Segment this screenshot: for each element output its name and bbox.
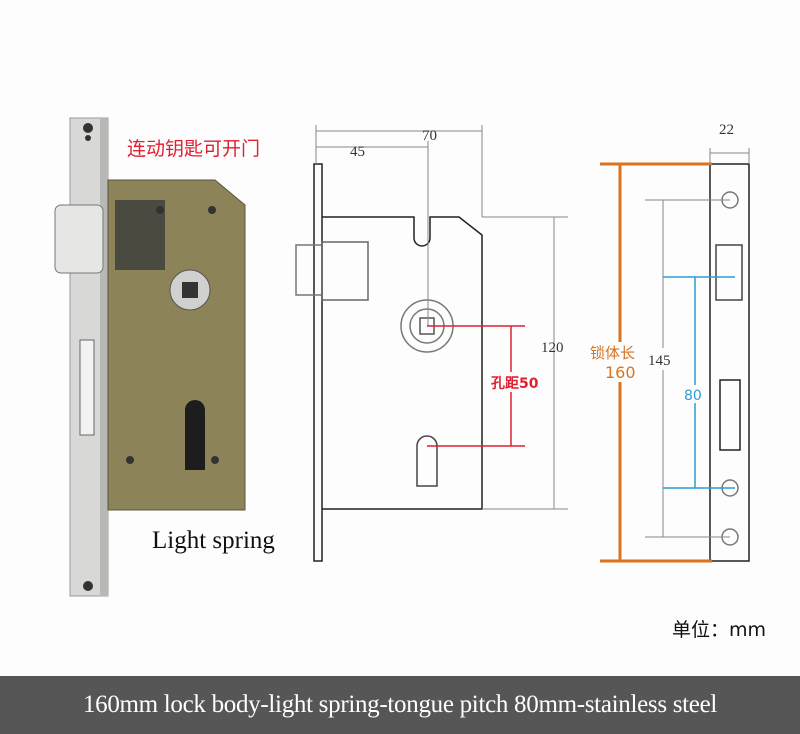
front-latch-housing [321, 241, 369, 301]
dim-hole-pitch: 孔距50 [491, 376, 539, 392]
side-dimension-lines [645, 148, 750, 538]
faceplate-edge [100, 118, 108, 596]
screw-hole [83, 123, 93, 133]
deadbolt-slot [79, 339, 95, 436]
unit-label: 单位：mm [672, 619, 767, 641]
front-drawing [295, 125, 568, 562]
dim-body-label: 锁体长 [590, 344, 635, 362]
dim-tongue-pitch: 80 [684, 388, 702, 404]
screw-hole [83, 581, 93, 591]
rivet [211, 456, 219, 464]
dim-height: 120 [541, 340, 564, 356]
label-backdrop [682, 385, 706, 403]
rivet [126, 456, 134, 464]
tongue-pitch-lines [663, 276, 735, 489]
label-backdrop [646, 348, 676, 370]
photo-heading: 连动钥匙可开门 [127, 138, 260, 160]
front-latch [295, 244, 323, 296]
front-faceplate [313, 163, 323, 562]
product-image: 连动钥匙可开门 Light spring 45 70 120 孔距50 [54, 117, 750, 597]
caption-banner: 160mm lock body-light spring-tongue pitc… [0, 676, 800, 734]
front-body-outline [322, 216, 483, 510]
spindle-hole [182, 282, 198, 298]
screw-hole [85, 135, 91, 141]
dim-body-value: 160 [605, 363, 636, 382]
side-faceplate [709, 163, 750, 562]
lock-photo: 连动钥匙可开门 Light spring [54, 117, 275, 597]
dim-faceplate: 145 [648, 353, 671, 369]
rivet [156, 206, 164, 214]
cylinder-hole [185, 400, 205, 470]
latch-bolt [54, 204, 104, 274]
rivet [208, 206, 216, 214]
side-drawing [600, 148, 750, 563]
dim-thickness: 22 [719, 122, 734, 138]
dim-backset: 45 [350, 144, 365, 160]
front-cylinder-hole [416, 435, 438, 487]
front-dimension-lines [315, 125, 568, 510]
label-backdrop [590, 342, 646, 382]
photo-label: Light spring [152, 527, 275, 554]
dim-width-total: 70 [422, 128, 437, 144]
side-latch [715, 244, 743, 301]
side-deadbolt [719, 379, 741, 451]
label-backdrop [490, 372, 544, 392]
